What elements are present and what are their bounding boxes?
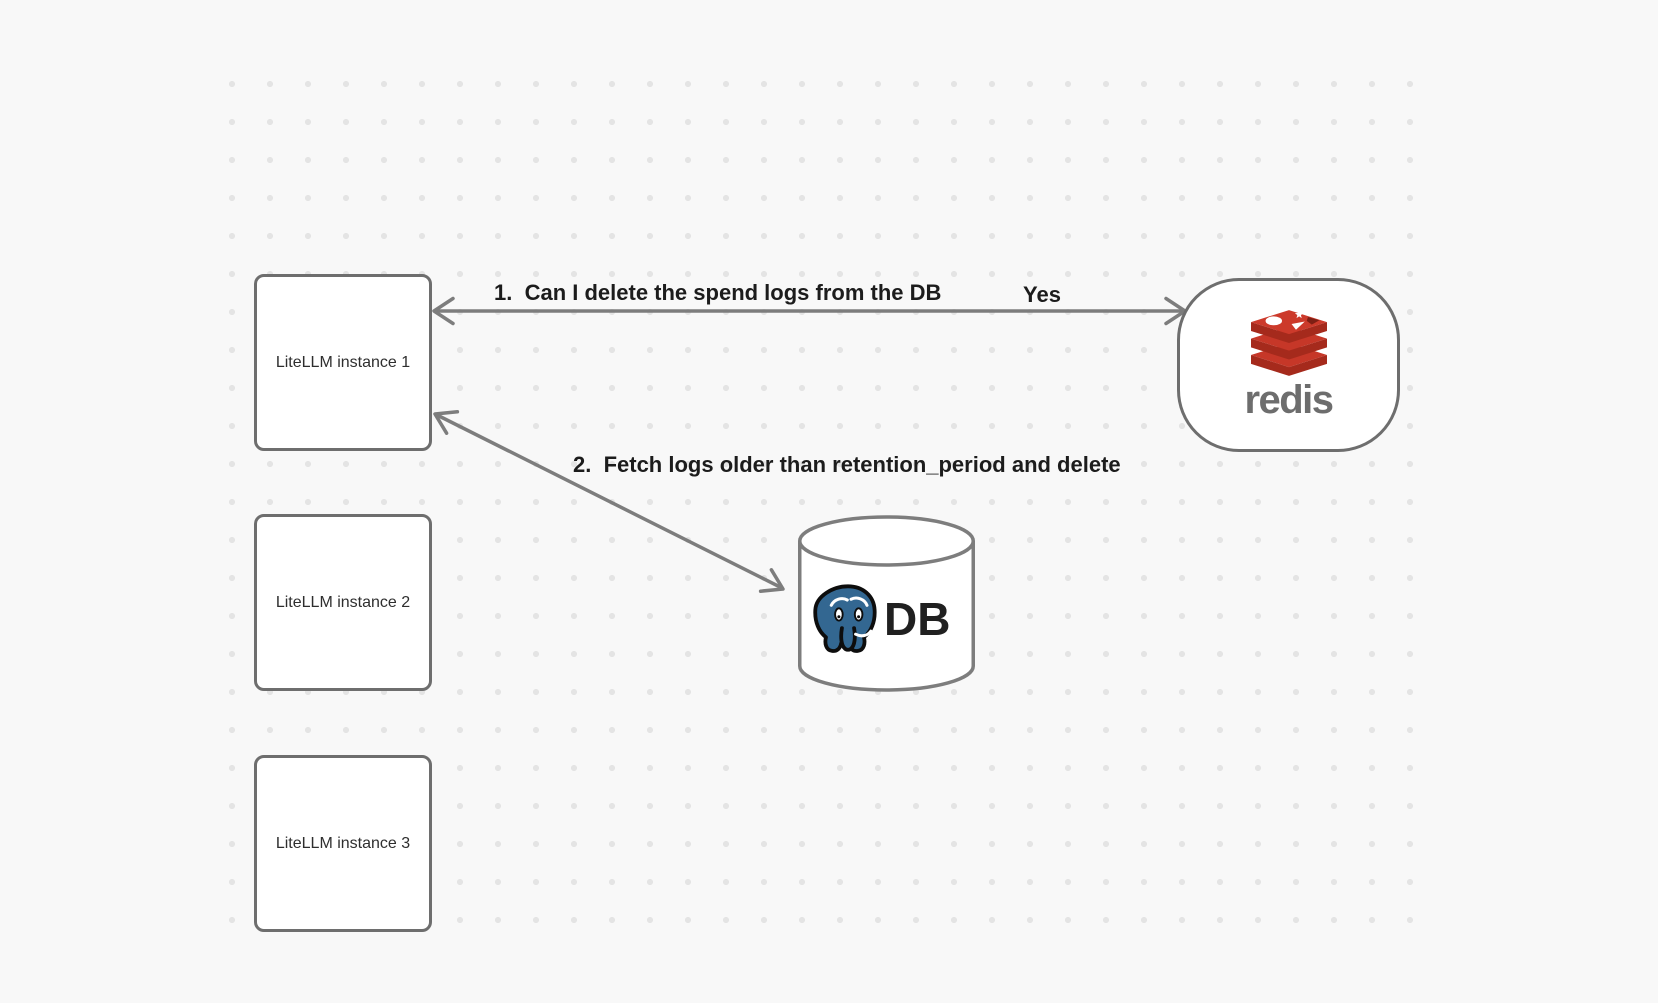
- arrow-1-label: 1. Can I delete the spend logs from the …: [494, 280, 942, 305]
- redis-logo-icon: [1250, 310, 1327, 376]
- litellm-instance-3-node: LiteLLM instance 3: [254, 755, 432, 932]
- database-cylinder: [798, 515, 975, 692]
- litellm-instance-1-node: LiteLLM instance 1: [254, 274, 432, 451]
- litellm-instance-2-label: LiteLLM instance 2: [275, 593, 411, 611]
- litellm-instance-1-label: LiteLLM instance 1: [275, 353, 411, 371]
- arrow-2-label: 2. Fetch logs older than retention_perio…: [573, 452, 1121, 477]
- litellm-instance-2-node: LiteLLM instance 2: [254, 514, 432, 691]
- arrow-1-response-label: Yes: [1023, 282, 1061, 307]
- postgresql-icon: [813, 584, 877, 653]
- redis-node: redis: [1177, 278, 1400, 452]
- litellm-instance-3-label: LiteLLM instance 3: [275, 834, 411, 852]
- redis-wordmark: redis: [1244, 378, 1334, 422]
- db-label: DB: [884, 593, 951, 645]
